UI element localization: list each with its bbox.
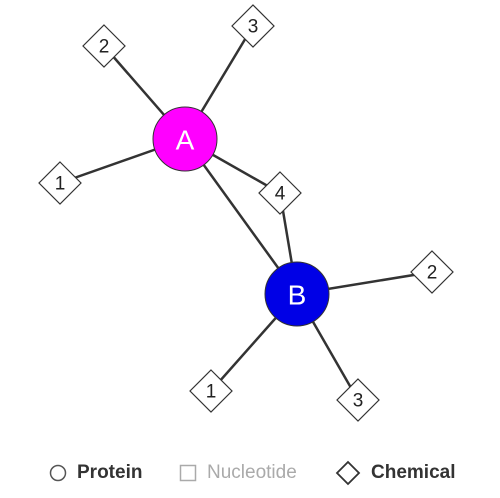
protein-circle: [152, 106, 218, 172]
legend-nucleotide: Nucleotide: [179, 456, 297, 490]
chemical-node-B2[interactable]: 2: [410, 250, 454, 294]
node-label: 1: [55, 174, 66, 195]
chemical-diamond: [258, 171, 302, 215]
legend-protein-label: Protein: [77, 462, 143, 483]
node-label: A: [176, 125, 195, 156]
chemical-diamond: [336, 378, 380, 422]
legend-chemical-label: Chemical: [371, 462, 456, 483]
legend-nucleotide-label: Nucleotide: [207, 462, 297, 483]
legend: Protein Nucleotide Chemical: [0, 456, 500, 490]
node-label: 2: [99, 37, 110, 58]
chemical-diamond: [189, 369, 233, 413]
square-icon: [179, 464, 197, 482]
node-label: B: [288, 280, 307, 311]
chemical-node-A1[interactable]: 1: [38, 161, 82, 205]
chemical-node-A3[interactable]: 3: [231, 4, 275, 48]
node-label: 3: [248, 17, 259, 38]
chemical-node-B1[interactable]: 1: [189, 369, 233, 413]
node-label: 1: [206, 382, 217, 403]
node-layer: A B 1 2 3 4 1 2 3: [38, 4, 454, 422]
edge-layer: [59, 25, 433, 401]
chemical-node-C4[interactable]: 4: [258, 171, 302, 215]
chemical-diamond: [38, 161, 82, 205]
chemical-diamond: [82, 24, 126, 68]
circle-icon: [49, 464, 67, 482]
chemical-node-A2[interactable]: 2: [82, 24, 126, 68]
chemical-node-B3[interactable]: 3: [336, 378, 380, 422]
chemical-diamond: [231, 4, 275, 48]
protein-circle: [264, 261, 330, 327]
chemical-diamond: [410, 250, 454, 294]
protein-node-B[interactable]: B: [264, 261, 330, 327]
node-label: 3: [353, 391, 364, 412]
protein-node-A[interactable]: A: [152, 106, 218, 172]
diamond-icon: [335, 460, 361, 486]
node-label: 4: [275, 184, 286, 205]
legend-protein: Protein: [49, 456, 142, 490]
legend-chemical: Chemical: [335, 456, 455, 490]
node-label: 2: [427, 263, 438, 284]
